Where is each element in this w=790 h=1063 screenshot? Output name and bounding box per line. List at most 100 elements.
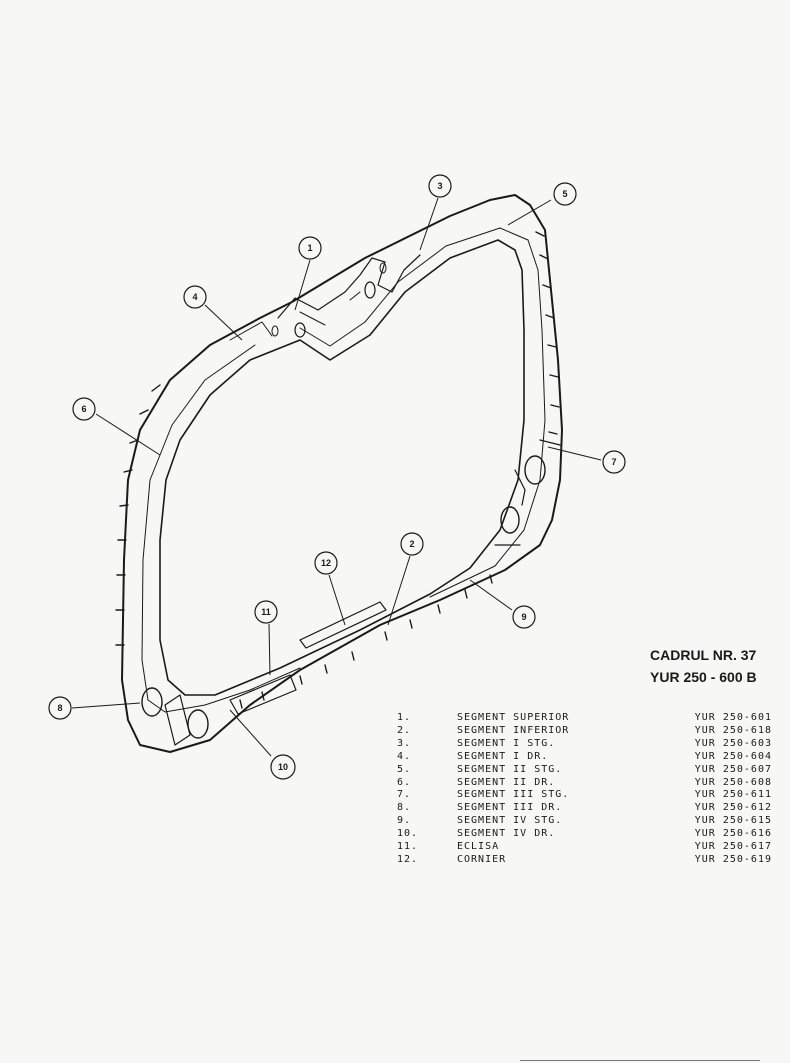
frame-flange-line [299, 227, 546, 598]
part-code: YUR 250-604 [694, 750, 772, 762]
leader-line [387, 555, 411, 626]
parts-list-row: 12. CORNIER YUR 250-619 [397, 854, 772, 867]
callout-label: 12 [321, 558, 331, 568]
part-name: SEGMENT INFERIOR [457, 724, 570, 736]
leader-line [294, 259, 311, 311]
leader-line [328, 574, 346, 626]
part-number: 4. [397, 750, 412, 762]
frame-outer-contour [121, 194, 563, 753]
top-segment-detail [229, 291, 361, 341]
parts-list: 1. SEGMENT SUPERIOR YUR 250-601 2. SEGMENT I… [397, 712, 772, 867]
callout-bubble [428, 174, 452, 198]
callout-bubble [183, 285, 207, 309]
part-name: SEGMENT IV STG. [457, 815, 563, 827]
part-code: YUR 250-612 [694, 802, 772, 814]
callout-label: 6 [81, 404, 86, 414]
part-code: YUR 250-616 [694, 828, 772, 840]
top-segment-detail [277, 254, 421, 319]
top-hole [364, 281, 376, 299]
leader-line [71, 702, 141, 709]
leader-line [268, 623, 271, 676]
callout-label: 3 [437, 181, 442, 191]
part-name: SEGMENT II DR. [457, 776, 556, 788]
part-name: ECLISA [457, 841, 500, 853]
callout-label: 2 [409, 539, 414, 549]
part-number: 12. [397, 853, 419, 865]
leader-line [419, 197, 439, 251]
callout-bubble [48, 696, 72, 720]
part-number: 1. [397, 712, 412, 723]
part-name: SEGMENT IV DR. [457, 828, 556, 840]
callout-bubble [553, 182, 577, 206]
leader-line [547, 446, 602, 461]
callout-bubble [602, 450, 626, 474]
part-number: 8. [397, 802, 412, 814]
part-code: YUR 250-615 [694, 815, 772, 827]
top-hole [294, 322, 306, 338]
left-corner-plate [164, 694, 191, 746]
part-number: 10. [397, 828, 419, 840]
parts-list-row: 3. SEGMENT I STG. YUR 250-603 [397, 738, 772, 751]
part-code: YUR 250-611 [694, 789, 772, 801]
leader-line [204, 304, 243, 341]
parts-list-row: 7. SEGMENT III STG. YUR 250-611 [397, 789, 772, 802]
part-code: YUR 250-601 [694, 712, 772, 723]
part-number: 6. [397, 776, 412, 788]
callout-label: 4 [192, 292, 197, 302]
parts-list-row: 9.SEGMENT IV STG.YUR 250-615 [397, 815, 772, 828]
leader-line [95, 413, 161, 456]
part-name: SEGMENT SUPERIOR [457, 712, 570, 723]
callout-label: 9 [521, 612, 526, 622]
callout-label: 11 [261, 607, 271, 617]
part-number: 3. [397, 737, 412, 749]
callout-label: 10 [278, 762, 288, 772]
parts-list-row: 6.SEGMENT II DR.YUR 250-608 [397, 777, 772, 790]
callout-bubble [72, 397, 96, 421]
scan-edge-line [520, 1060, 760, 1061]
part-number: 2. [397, 724, 412, 736]
part-name: CORNIER [457, 853, 507, 865]
left-hole [141, 687, 163, 717]
cornier-plate [299, 601, 387, 649]
drawing-title: CADRUL NR. 37 [650, 647, 757, 663]
drawing-title-block: CADRUL NR. 37 YUR 250 - 600 B [650, 644, 757, 688]
callout-label: 7 [611, 457, 616, 467]
left-hole [187, 709, 209, 739]
part-code: YUR 250-603 [694, 737, 772, 749]
part-name: SEGMENT I STG. [457, 737, 556, 749]
part-code: YUR 250-607 [694, 763, 772, 775]
leader-line [469, 579, 513, 611]
right-corner-detail [494, 439, 561, 546]
frame-inner-contour [159, 239, 525, 696]
part-name: SEGMENT III DR. [457, 802, 563, 814]
callout-label: 8 [57, 703, 62, 713]
eclisa-plate [229, 674, 297, 715]
part-code: YUR 250-619 [694, 853, 772, 865]
right-hole [524, 455, 546, 485]
parts-list-row: 4. SEGMENT I DR. YUR 250-604 [397, 751, 772, 764]
part-name: SEGMENT III STG. [457, 789, 570, 801]
callout-bubble [270, 754, 296, 780]
callout-label: 5 [562, 189, 567, 199]
parts-list-row: 10. SEGMENT IV DR. YUR 250-616 [397, 828, 772, 841]
parts-list-row: 8. SEGMENT III DR. YUR 250-612 [397, 802, 772, 815]
right-stiffener-ticks [535, 231, 560, 435]
left-stiffener-ticks [115, 384, 161, 646]
part-name: SEGMENT I DR. [457, 750, 549, 762]
part-number: 7. [397, 789, 412, 801]
part-code: YUR 250-617 [694, 841, 772, 853]
drawing-code: YUR 250 - 600 B [650, 669, 757, 685]
top-hole [379, 262, 387, 274]
right-hole [500, 506, 520, 534]
top-hole [271, 325, 279, 337]
leader-line [507, 199, 552, 226]
bottom-stiffener-ticks [239, 574, 493, 709]
callout-bubble [512, 605, 536, 629]
part-name: SEGMENT II STG. [457, 763, 563, 775]
part-number: 5. [397, 763, 412, 775]
callout-label: 1 [307, 243, 312, 253]
callout-bubble [400, 532, 424, 556]
